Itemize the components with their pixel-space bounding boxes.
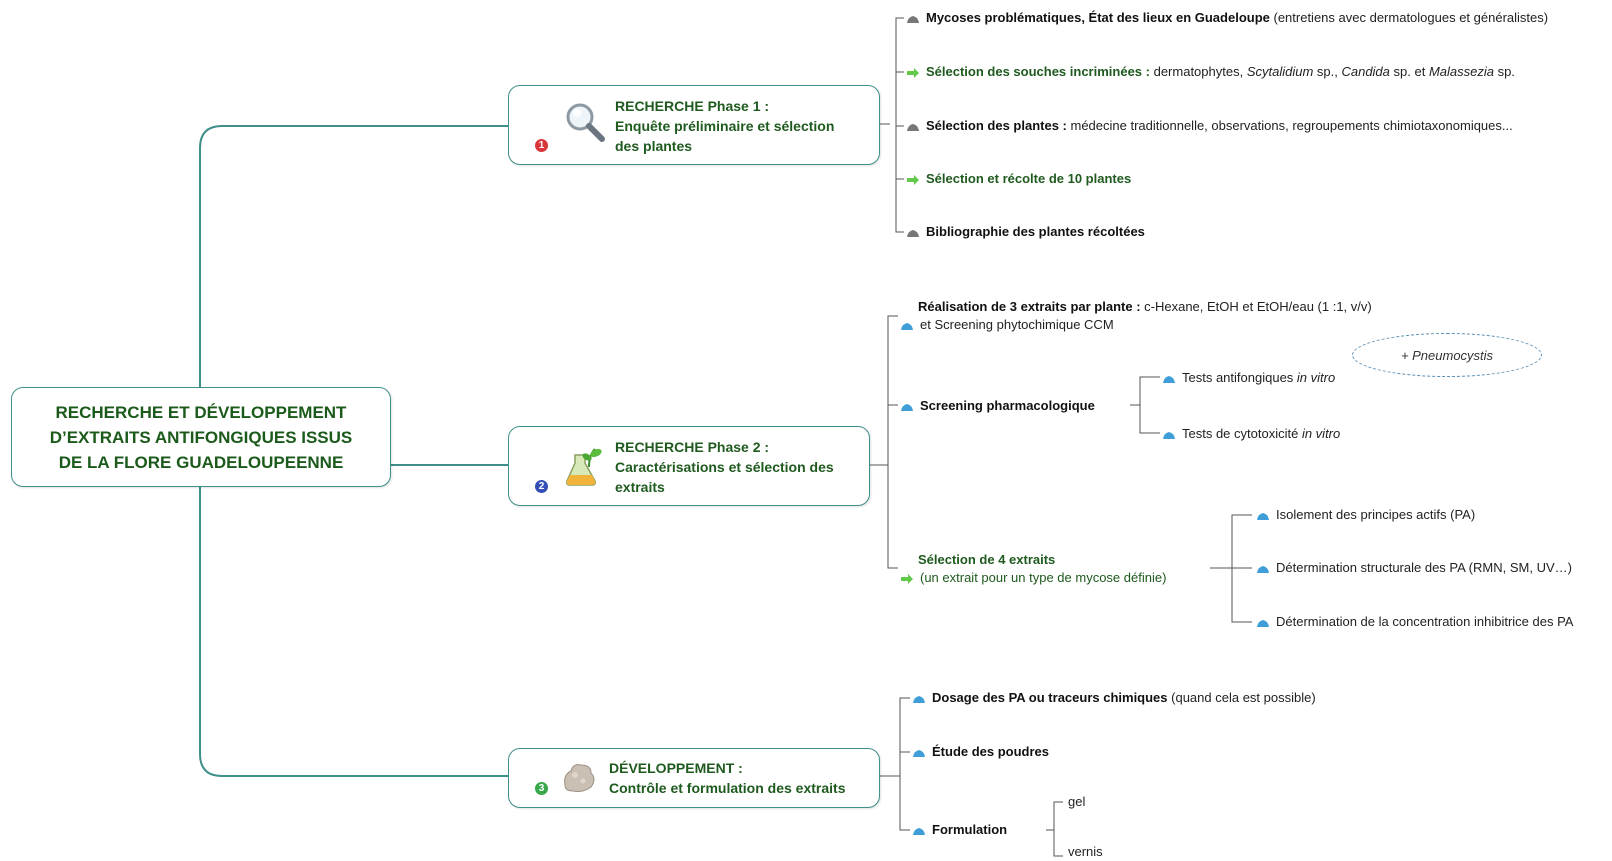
phase2-title: RECHERCHE Phase 2 : Caractérisations et …	[615, 439, 834, 495]
phase2-extraits-line2: et Screening phytochimique CCM	[920, 317, 1114, 332]
root-title-line3: DE LA FLORE GUADELOUPEENNE	[58, 452, 344, 472]
root-title-line2: D’EXTRAITS ANTIFONGIQUES ISSUS	[49, 427, 353, 447]
phase1-item-mycoses-rest: (entretiens avec dermatologues et généra…	[1269, 10, 1549, 25]
phase2-test1-it: in vitro	[1301, 426, 1341, 441]
phase1-item-bibliographie-bold: Bibliographie des plantes récoltées	[926, 224, 1145, 239]
blue-cloud-icon	[1163, 431, 1175, 439]
phase2-selection-line2: (un extrait pour un type de mycose défin…	[920, 570, 1167, 585]
phase2-item-extraits-line1[interactable]: Réalisation de 3 extraits par plante : c…	[918, 298, 1372, 316]
blue-cloud-icon	[1163, 375, 1175, 383]
blue-cloud-icon	[901, 403, 913, 411]
green-arrow-icon	[907, 174, 919, 185]
phase3-item-formulation[interactable]: Formulation	[912, 821, 1007, 839]
blue-cloud-icon	[913, 695, 925, 703]
phase1-item-souches-it3: Malassezia	[1428, 64, 1494, 79]
formulation-child-vernis[interactable]: vernis	[1068, 844, 1103, 859]
phase1-item-recolte[interactable]: Sélection et récolte de 10 plantes	[906, 170, 1131, 188]
phase2-selection-child-structurale[interactable]: Détermination structurale des PA (RMN, S…	[1256, 559, 1572, 577]
phase3-formulation-bold: Formulation	[932, 822, 1008, 837]
phase2-selection-bold: Sélection de 4 extraits	[918, 552, 1056, 567]
phase2-item-extraits-line2[interactable]: et Screening phytochimique CCM	[900, 316, 1114, 334]
phase1-item-mycoses-bold: Mycoses problématiques, État des lieux e…	[926, 10, 1270, 25]
blue-cloud-icon	[1257, 619, 1269, 627]
powder-icon	[564, 764, 595, 792]
root-node[interactable]: RECHERCHE ET DÉVELOPPEMENT D’EXTRAITS AN…	[11, 387, 391, 487]
phase1-item-souches[interactable]: Sélection des souches incriminées : derm…	[906, 63, 1515, 81]
phase1-item-souches-rest3: sp. et	[1389, 64, 1429, 79]
pneumocystis-note[interactable]: + Pneumocystis	[1352, 333, 1542, 377]
phase2-screening-label: Screening pharmacologique	[920, 398, 1095, 413]
phase2-test1-text: Tests de cytotoxicité	[1182, 426, 1302, 441]
phase2-item-selection-line2[interactable]: (un extrait pour un type de mycose défin…	[900, 569, 1166, 587]
phase2-extraits-rest: c-Hexane, EtOH et EtOH/eau (1 :1, v/v)	[1140, 299, 1372, 314]
phase2-node[interactable]: 2 RECHERCHE Phase 2 : Caractérisations e…	[508, 426, 870, 506]
formulation-child-gel[interactable]: gel	[1068, 794, 1086, 809]
phase2-item-selection-line1[interactable]: Sélection de 4 extraits	[918, 551, 1055, 569]
blue-cloud-icon	[913, 749, 925, 757]
green-arrow-icon	[907, 67, 919, 78]
flask-plant-icon	[566, 448, 602, 486]
phase3-title: DÉVELOPPEMENT : Contrôle et formulation …	[609, 760, 846, 796]
phase1-item-souches-bold: Sélection des souches incriminées :	[926, 64, 1150, 79]
phase3-dosage-rest: (quand cela est possible)	[1167, 690, 1316, 705]
phase2-number-badge: 2	[535, 480, 548, 493]
phase1-item-plantes-bold: Sélection des plantes :	[926, 118, 1067, 133]
phase1-item-souches-it1: Scytalidium	[1246, 64, 1314, 79]
selection-child-1: Détermination structurale des PA (RMN, S…	[1276, 560, 1572, 575]
gray-cloud-icon	[907, 229, 919, 237]
blue-cloud-icon	[1257, 565, 1269, 573]
phase3-item-dosage[interactable]: Dosage des PA ou traceurs chimiques (qua…	[912, 689, 1316, 707]
phase2-test0-text: Tests antifongiques	[1182, 370, 1297, 385]
phase1-item-mycoses[interactable]: Mycoses problématiques, État des lieux e…	[906, 9, 1548, 27]
phase2-item-screening[interactable]: Screening pharmacologique	[900, 397, 1095, 415]
phase1-node[interactable]: 1 RECHERCHE Phase 1 : Enquête préliminai…	[508, 85, 880, 165]
phase3-dosage-bold: Dosage des PA ou traceurs chimiques	[932, 690, 1168, 705]
gray-cloud-icon	[907, 15, 919, 23]
phase2-test-antifongiques[interactable]: Tests antifongiques in vitro	[1162, 369, 1335, 387]
phase1-title: RECHERCHE Phase 1 : Enquête préliminaire…	[615, 98, 835, 154]
blue-cloud-icon	[913, 827, 925, 835]
phase3-item-poudres[interactable]: Étude des poudres	[912, 743, 1049, 761]
phase1-item-souches-it2: Candida	[1341, 64, 1390, 79]
phase1-item-souches-rest2: sp.,	[1313, 64, 1342, 79]
phase1-item-souches-rest4: sp.	[1493, 64, 1515, 79]
phase2-extraits-bold: Réalisation de 3 extraits par plante :	[918, 299, 1141, 314]
phase3-node[interactable]: 3 DÉVELOPPEMENT : Contrôle et formulatio…	[508, 748, 880, 808]
phase2-selection-child-concentration[interactable]: Détermination de la concentration inhibi…	[1256, 613, 1573, 631]
phase1-item-plantes[interactable]: Sélection des plantes : médecine traditi…	[906, 117, 1513, 135]
phase2-test0-it: in vitro	[1296, 370, 1336, 385]
root-title-line1: RECHERCHE ET DÉVELOPPEMENT	[55, 402, 347, 422]
phase1-item-souches-rest1: dermatophytes,	[1149, 64, 1247, 79]
phase1-item-recolte-bold: Sélection et récolte de 10 plantes	[926, 171, 1132, 186]
phase2-selection-child-isolement[interactable]: Isolement des principes actifs (PA)	[1256, 506, 1475, 524]
phase3-number-badge: 3	[535, 782, 548, 795]
phase2-test-cytotoxicite[interactable]: Tests de cytotoxicité in vitro	[1162, 425, 1340, 443]
selection-child-0: Isolement des principes actifs (PA)	[1276, 507, 1476, 522]
blue-cloud-icon	[1257, 512, 1269, 520]
phase1-item-plantes-rest: médecine traditionnelle, observations, r…	[1066, 118, 1513, 133]
blue-cloud-icon	[901, 322, 913, 330]
phase1-item-bibliographie[interactable]: Bibliographie des plantes récoltées	[906, 223, 1145, 241]
gray-cloud-icon	[907, 123, 919, 131]
magnifier-icon	[566, 103, 605, 142]
green-arrow-icon	[901, 573, 913, 584]
selection-child-2: Détermination de la concentration inhibi…	[1276, 614, 1574, 629]
phase3-poudres-bold: Étude des poudres	[932, 744, 1050, 759]
phase1-number-badge: 1	[535, 139, 548, 152]
